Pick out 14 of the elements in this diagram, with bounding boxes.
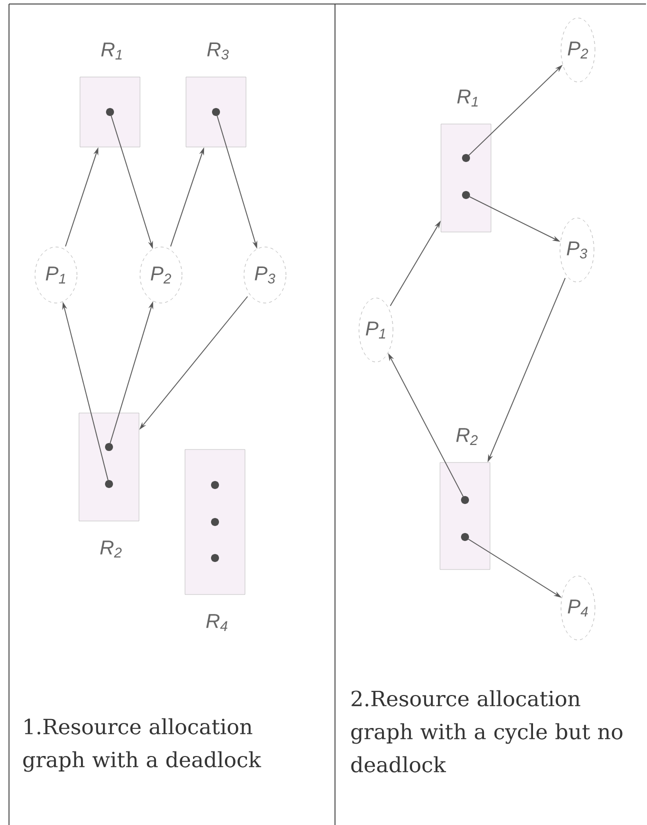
resource-label: R$_{4}$	[206, 614, 228, 631]
caption: 2.Resource allocation graph with a cycle but no deadlock	[351, 690, 622, 772]
resource-box	[184, 449, 246, 595]
resource-label: R$_{3}$	[207, 42, 229, 60]
resource-box	[80, 76, 140, 148]
resource-label: R$_{2}$	[456, 428, 478, 445]
resource-box	[440, 124, 492, 232]
resource-label: R$_{1}$	[457, 90, 478, 106]
resource-box	[78, 412, 140, 522]
resource-label: R$_{1}$	[101, 42, 122, 60]
resource-box	[186, 76, 246, 148]
resource-label: R$_{2}$	[100, 540, 122, 558]
resource-box	[440, 462, 490, 570]
caption: 1.Resource allocation graph with a deadlock	[23, 718, 262, 772]
